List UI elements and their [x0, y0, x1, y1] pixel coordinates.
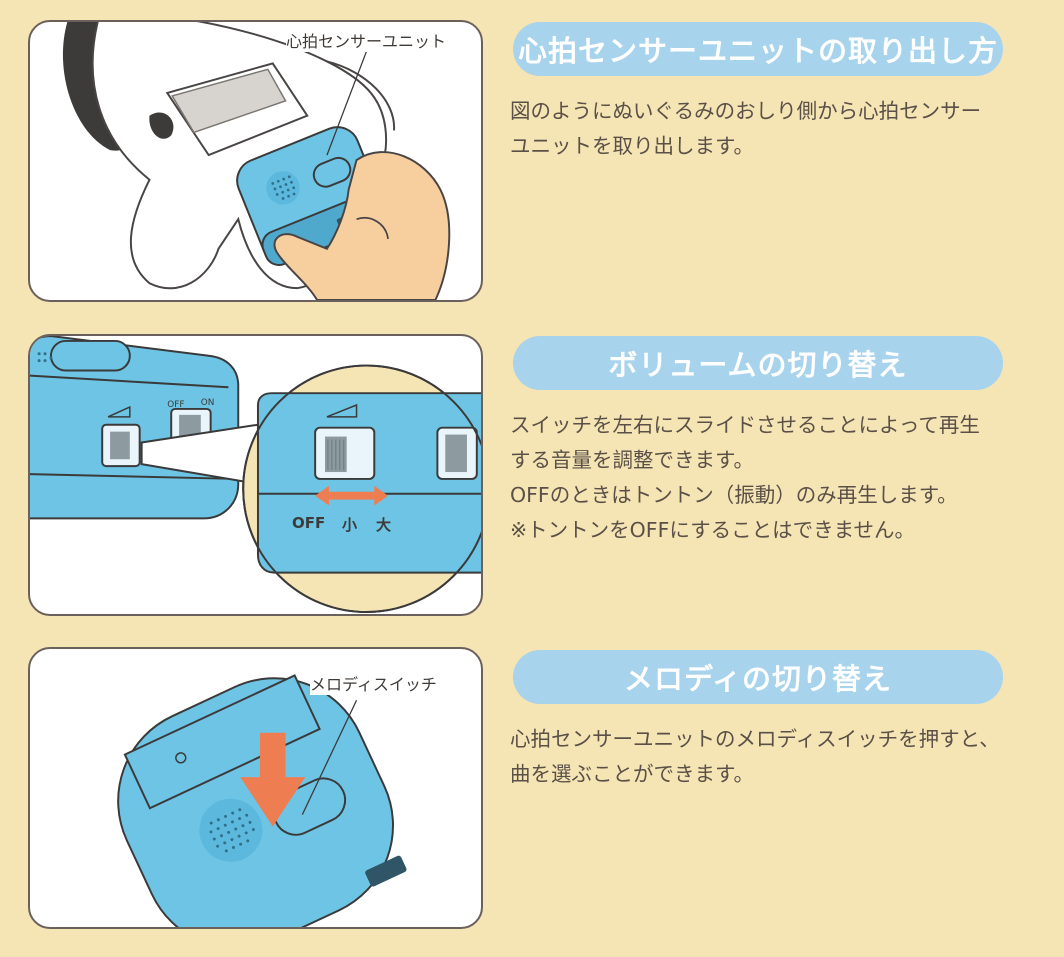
- text-line: ※トントンをOFFにすることはできません。: [510, 518, 915, 542]
- slider-large-label: 大: [376, 516, 392, 534]
- section-text-volume: スイッチを左右にスライドさせることによって再生 する音量を調整できます。 OFF…: [510, 408, 1040, 548]
- text-line: 曲を選ぶことができます。: [510, 762, 754, 786]
- text-line: ユニットを取り出します。: [510, 134, 754, 158]
- illustration-panel-remove-unit: 心拍センサーユニット: [28, 20, 483, 302]
- section-title-remove-unit: 心拍センサーユニットの取り出し方: [513, 22, 1003, 76]
- device-off-label: OFF: [167, 400, 184, 410]
- remove-unit-illustration: [63, 22, 451, 300]
- slider-off-label: OFF: [292, 514, 326, 532]
- device-on-label: ON: [201, 398, 215, 408]
- section-text-remove-unit: 図のようにぬいぐるみのおしり側から心拍センサー ユニットを取り出します。: [510, 94, 1040, 164]
- melody-switch-illustration: [117, 674, 407, 927]
- volume-switch-illustration: OFF ON: [30, 336, 481, 613]
- illustration-panel-melody: メロディスイッチ: [28, 647, 483, 929]
- text-line: スイッチを左右にスライドさせることによって再生: [510, 413, 980, 437]
- heart-sensor-unit-callout: 心拍センサーユニット: [286, 32, 447, 52]
- text-line: OFFのときはトントン（振動）のみ再生します。: [510, 483, 958, 507]
- illustration-panel-volume: OFF ON OFF 小 大: [28, 334, 483, 616]
- melody-switch-callout: メロディスイッチ: [310, 675, 437, 695]
- section-text-melody: 心拍センサーユニットのメロディスイッチを押すと、 曲を選ぶことができます。: [510, 722, 1040, 792]
- text-line: 心拍センサーユニットのメロディスイッチを押すと、: [510, 727, 1000, 751]
- text-line: 図のようにぬいぐるみのおしり側から心拍センサー: [510, 99, 982, 123]
- section-title-volume: ボリュームの切り替え: [513, 336, 1003, 390]
- slider-small-label: 小: [342, 516, 358, 534]
- section-title-melody: メロディの切り替え: [513, 650, 1003, 704]
- text-line: する音量を調整できます。: [510, 448, 754, 472]
